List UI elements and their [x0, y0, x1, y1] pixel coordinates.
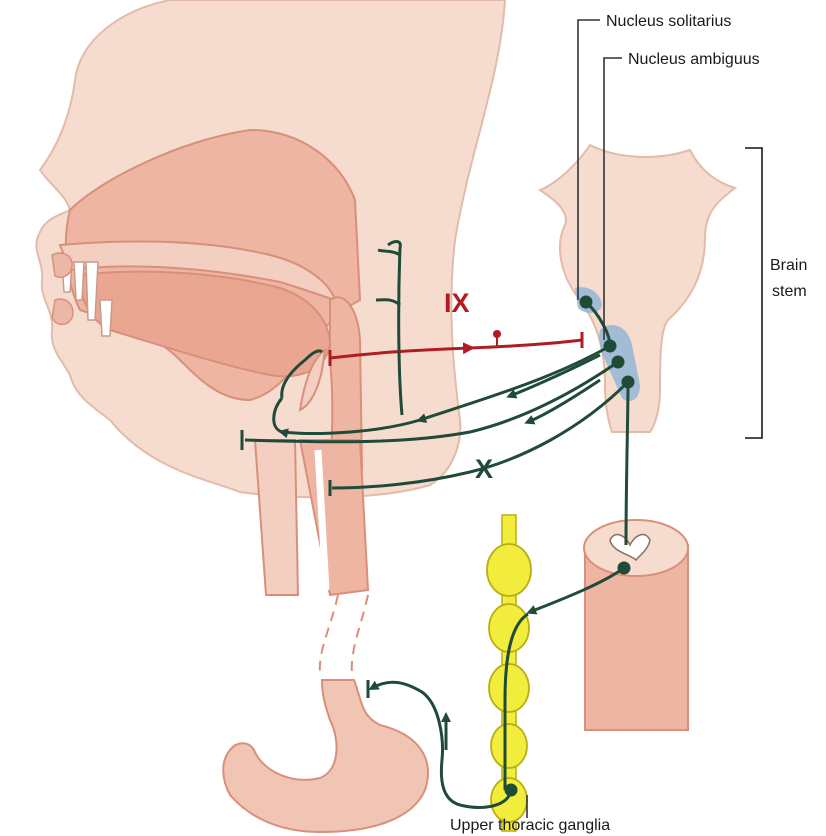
ganglion-3 — [489, 664, 529, 712]
stomach — [223, 680, 428, 832]
spinal-cord — [584, 520, 688, 730]
ganglion-4 — [491, 724, 527, 768]
label-brain-stem-line1: Brain — [770, 257, 807, 274]
label-nucleus-solitarius: Nucleus solitarius — [606, 13, 731, 30]
sympathetic-chain — [487, 515, 531, 831]
label-nerve-ix: IX — [444, 288, 470, 318]
label-brain-stem-line2: stem — [772, 283, 807, 300]
esophagus-upper — [300, 440, 368, 595]
label-nerve-x: X — [475, 454, 493, 484]
brain-stem-bracket — [745, 148, 762, 438]
larynx-trachea-esophagus — [255, 440, 368, 675]
label-upper-thoracic-ganglia: Upper thoracic ganglia — [450, 817, 610, 834]
brain-stem — [540, 145, 762, 438]
head-cross-section — [36, 0, 505, 497]
trachea — [255, 440, 298, 595]
esophagus-dashed-right — [352, 595, 368, 675]
nerve-ix-fiber-to-nucleus — [470, 340, 582, 348]
nerve-ix-ganglion-cell — [493, 330, 501, 338]
ganglion-1 — [487, 544, 531, 596]
esophagus-dashed-left — [320, 595, 338, 675]
label-nucleus-ambiguus: Nucleus ambiguus — [628, 51, 760, 68]
